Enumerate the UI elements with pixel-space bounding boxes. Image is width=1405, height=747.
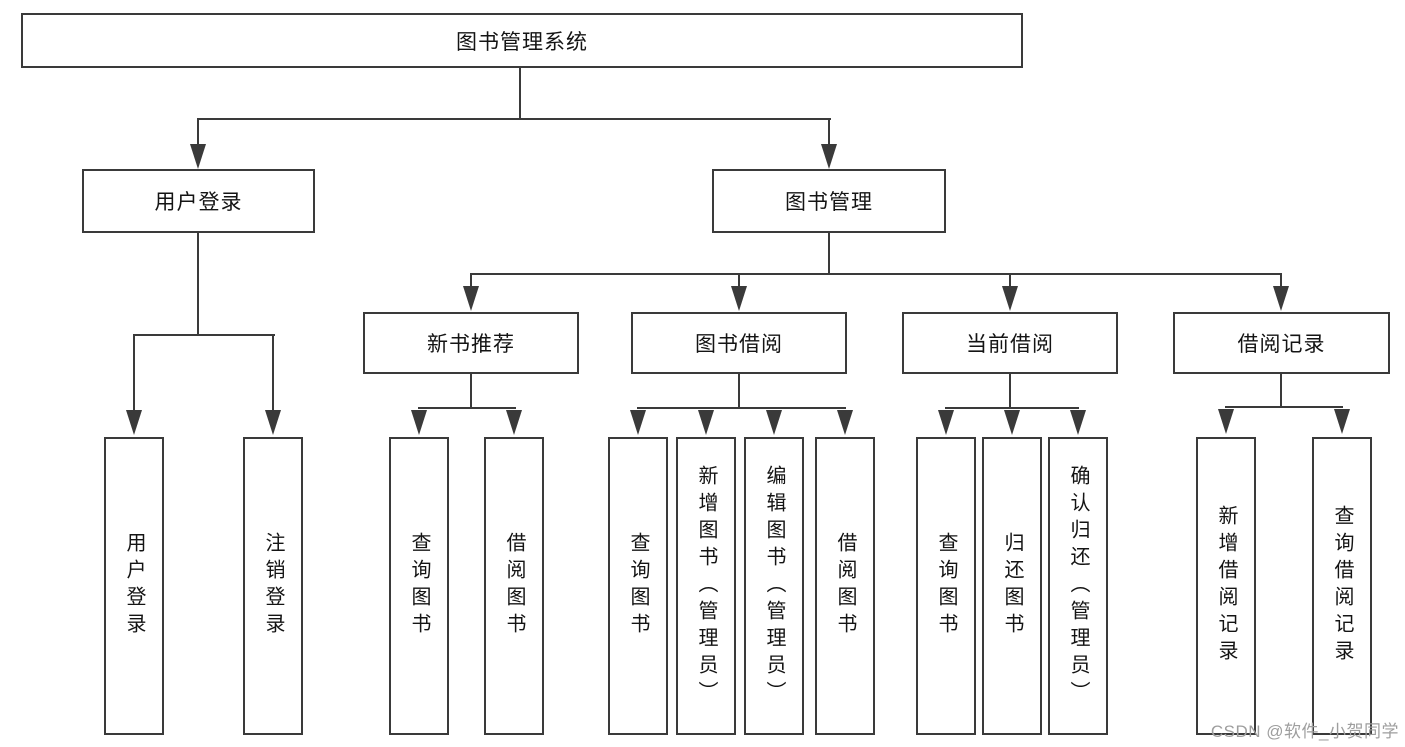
connector-userlogin-stem: [197, 233, 199, 336]
leaf-logout: 注销登录: [243, 437, 303, 735]
node-book-management: 图书管理: [712, 169, 946, 233]
leaf-label: 归还图书: [1001, 532, 1023, 640]
connector-hline: [637, 407, 846, 409]
leaf-label: 借阅图书: [834, 532, 856, 640]
leaf-borrow-books: 借阅图书: [815, 437, 875, 735]
leaf-label: 查询图书: [408, 532, 430, 640]
leaf-query-books-recommend: 查询图书: [389, 437, 449, 735]
node-library-management-system: 图书管理系统: [21, 13, 1023, 68]
arrowhead-down-icon: [698, 410, 714, 435]
connector-hline: [1225, 406, 1343, 408]
csdn-watermark: CSDN @软件_小贺同学: [1210, 722, 1399, 741]
node-label: 新书推荐: [427, 333, 515, 356]
leaf-label: 查询借阅记录: [1331, 505, 1353, 667]
leaf-query-borrow-record: 查询借阅记录: [1312, 437, 1372, 735]
arrowhead-down-icon: [821, 144, 837, 169]
connector-userlogin-hline: [133, 334, 275, 336]
connector-stem: [1280, 374, 1282, 406]
connector-drop-user-login: [197, 120, 199, 146]
arrowhead-down-icon: [630, 410, 646, 435]
arrowhead-down-icon: [1273, 286, 1289, 311]
arrowhead-down-icon: [766, 410, 782, 435]
node-label: 用户登录: [154, 191, 243, 214]
connector-stem: [470, 374, 472, 407]
arrowhead-down-icon: [1070, 410, 1086, 435]
leaf-label: 新增图书（管理员）: [695, 464, 717, 708]
leaf-query-books-borrow: 查询图书: [608, 437, 668, 735]
leaf-label: 注销登录: [262, 532, 284, 640]
leaf-label: 编辑图书（管理员）: [763, 464, 785, 708]
arrowhead-down-icon: [126, 410, 142, 435]
connector-drop: [738, 275, 740, 289]
arrowhead-down-icon: [506, 410, 522, 435]
arrowhead-down-icon: [1002, 286, 1018, 311]
connector-drop: [272, 336, 274, 412]
node-borrowing-records: 借阅记录: [1173, 312, 1390, 374]
node-new-book-recommendation: 新书推荐: [363, 312, 579, 374]
connector-hline: [418, 407, 516, 409]
node-current-borrowing: 当前借阅: [902, 312, 1118, 374]
connector-drop: [470, 275, 472, 289]
node-label: 当前借阅: [966, 333, 1054, 356]
arrowhead-down-icon: [463, 286, 479, 311]
leaf-label: 查询图书: [935, 532, 957, 640]
arrowhead-down-icon: [938, 410, 954, 435]
node-user-login: 用户登录: [82, 169, 315, 233]
connector-hline: [945, 407, 1079, 409]
connector-bookmgmt-hline: [470, 273, 1282, 275]
connector-stem: [1009, 374, 1011, 407]
leaf-user-login: 用户登录: [104, 437, 164, 735]
node-label: 图书管理系统: [456, 30, 588, 54]
leaf-label: 新增借阅记录: [1215, 505, 1237, 667]
arrowhead-down-icon: [190, 144, 206, 169]
connector-drop-book-management: [828, 120, 830, 146]
node-book-borrowing: 图书借阅: [631, 312, 847, 374]
connector-drop: [1280, 275, 1282, 289]
leaf-query-books-current: 查询图书: [916, 437, 976, 735]
arrowhead-down-icon: [265, 410, 281, 435]
leaf-label: 用户登录: [123, 532, 145, 640]
connector-stem: [738, 374, 740, 407]
leaf-label: 查询图书: [627, 532, 649, 640]
node-label: 图书管理: [785, 191, 873, 214]
node-label: 图书借阅: [695, 333, 783, 356]
leaf-borrow-books-recommend: 借阅图书: [484, 437, 544, 735]
arrowhead-down-icon: [1334, 409, 1350, 434]
leaf-add-books-admin: 新增图书（管理员）: [676, 437, 736, 735]
connector-bookmgmt-stem: [828, 233, 830, 273]
leaf-confirm-return-admin: 确认归还（管理员）: [1048, 437, 1108, 735]
connector-root-stem: [519, 68, 521, 119]
connector-drop: [1009, 275, 1011, 289]
leaf-return-books: 归还图书: [982, 437, 1042, 735]
connector-drop: [133, 336, 135, 412]
leaf-label: 借阅图书: [503, 532, 525, 640]
arrowhead-down-icon: [731, 286, 747, 311]
arrowhead-down-icon: [1218, 409, 1234, 434]
node-label: 借阅记录: [1237, 333, 1326, 356]
leaf-label: 确认归还（管理员）: [1067, 464, 1089, 708]
leaf-add-borrow-record: 新增借阅记录: [1196, 437, 1256, 735]
leaf-edit-books-admin: 编辑图书（管理员）: [744, 437, 804, 735]
arrowhead-down-icon: [837, 410, 853, 435]
connector-root-hline: [197, 118, 831, 120]
arrowhead-down-icon: [1004, 410, 1020, 435]
arrowhead-down-icon: [411, 410, 427, 435]
